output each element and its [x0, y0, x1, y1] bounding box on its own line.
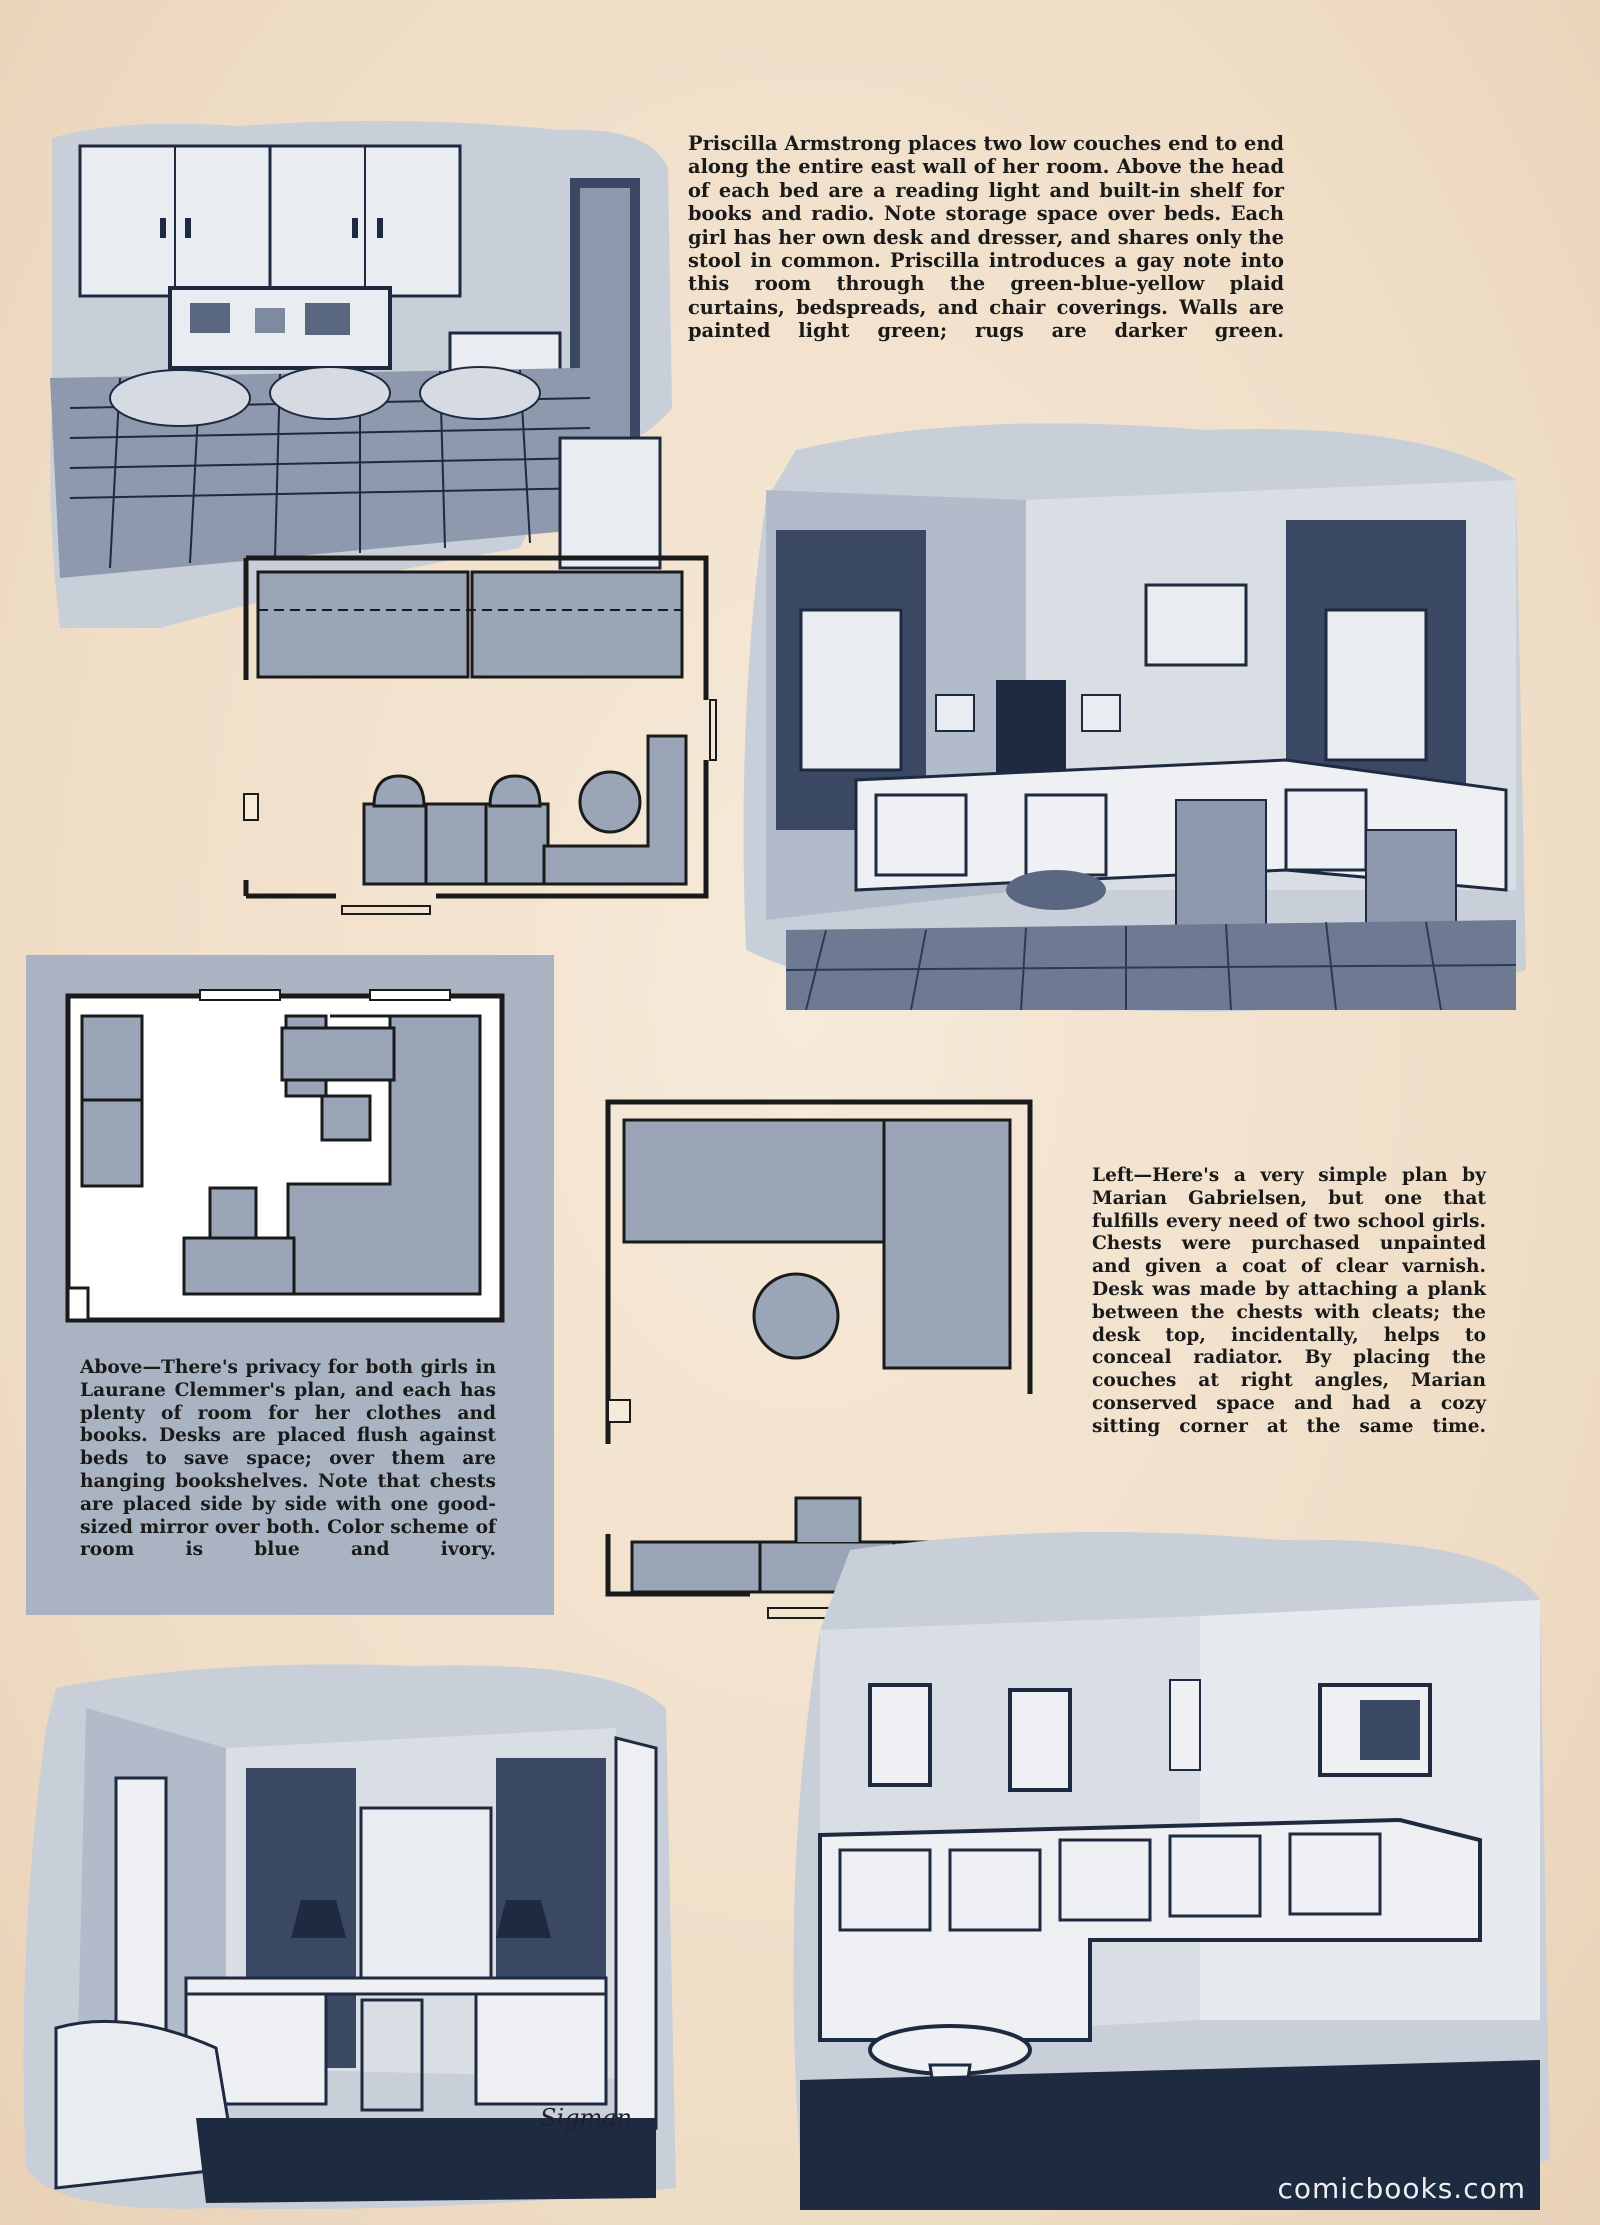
illustration-desk-nook: [23, 1664, 676, 2210]
floor-plan-armstrong: [243, 555, 717, 915]
illustration-couches-bedroom: [50, 120, 672, 628]
illustration-desks-room: [743, 423, 1526, 1012]
artist-signature: Sigman: [540, 2104, 633, 2132]
caption-clemmer: Above—There's privacy for both girls in …: [80, 1357, 496, 1561]
watermark: comicbooks.com: [1277, 2172, 1526, 2205]
illustration-corner-couch: [793, 1532, 1550, 2210]
floor-plan-gabrielsen: [605, 1099, 1033, 1619]
caption-gabrielsen: Left—Here's a very simple plan by Marian…: [1092, 1165, 1486, 1437]
floor-plan-clemmer: [65, 989, 505, 1323]
caption-armstrong: Priscilla Armstrong places two low couch…: [688, 132, 1284, 343]
